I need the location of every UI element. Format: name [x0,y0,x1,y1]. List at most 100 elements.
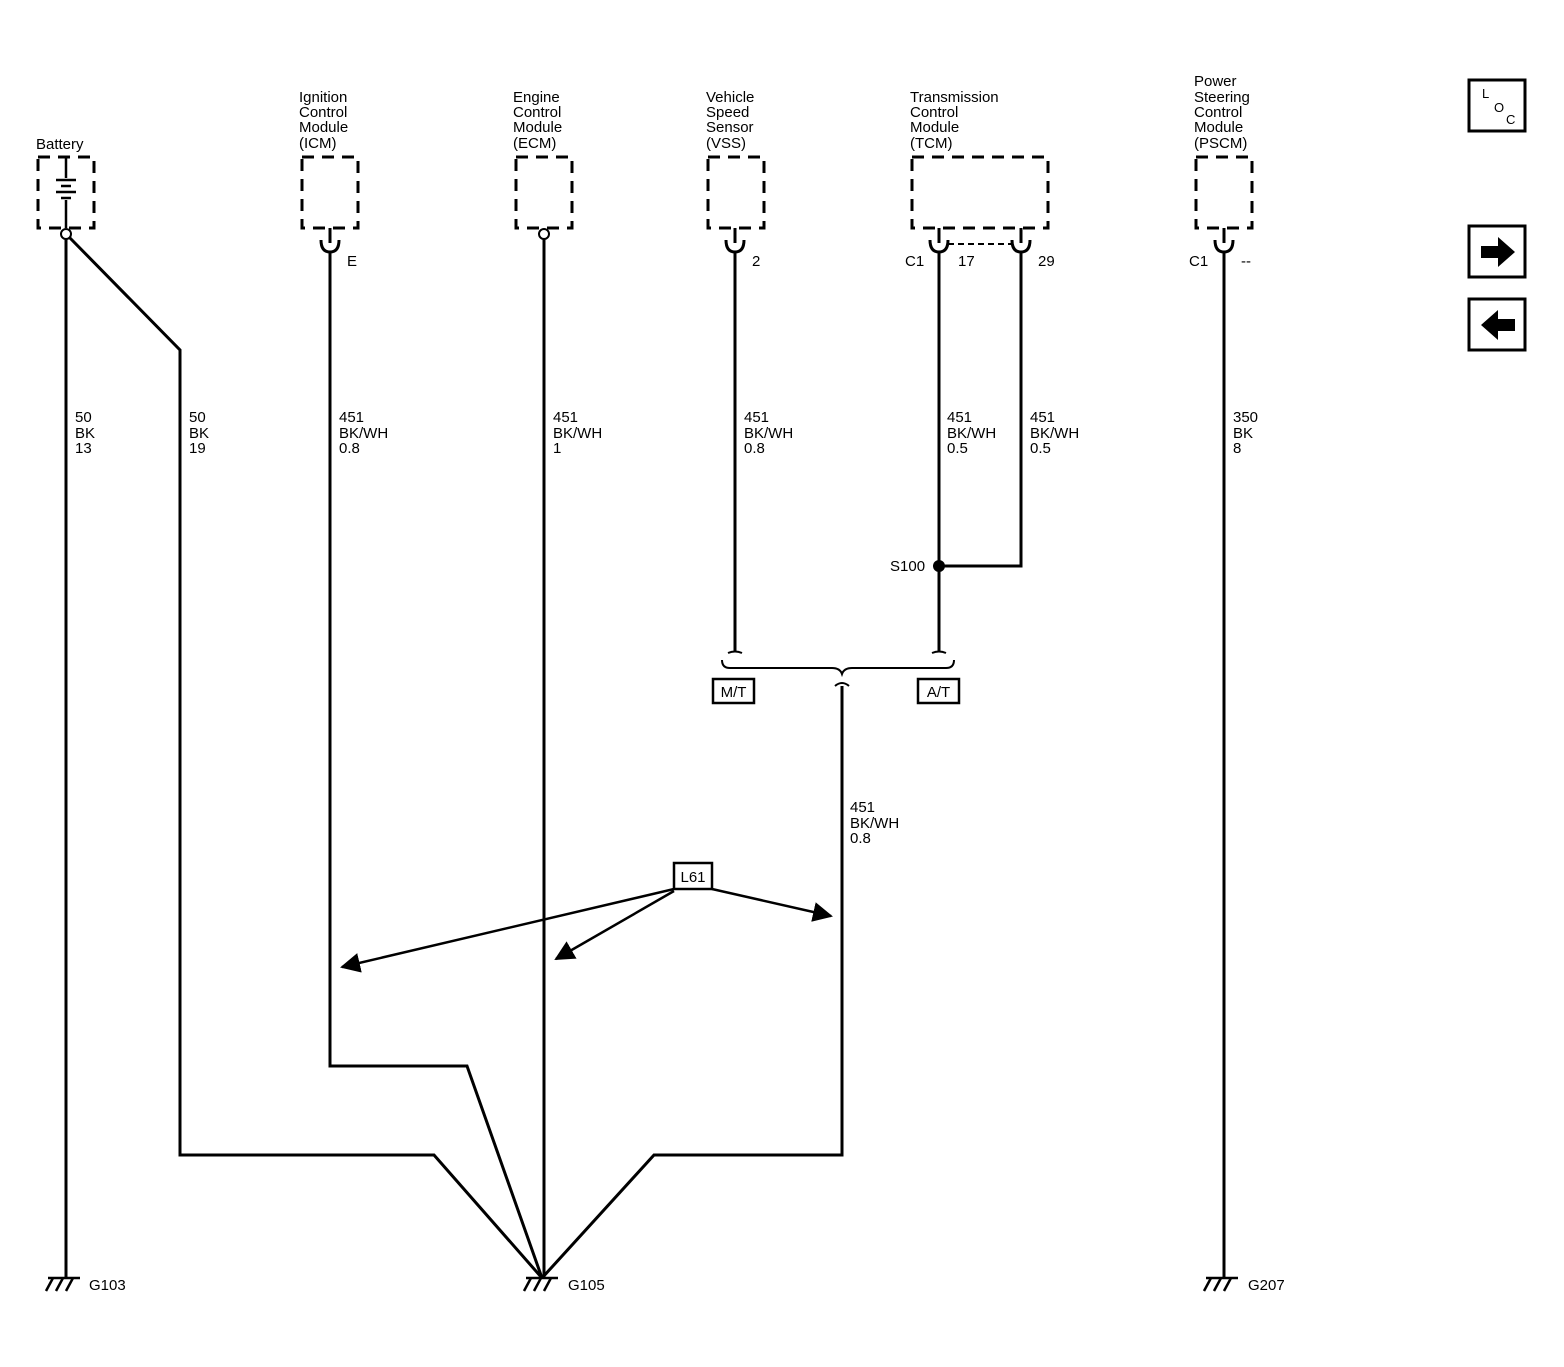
wire-common-color: BK/WH [850,815,899,832]
vss-label-2: Speed [706,104,749,121]
l61-label: L61 [680,869,705,886]
ground-icon [522,1276,558,1292]
wire-bat13-circuit: 50 [75,409,92,426]
wire-ecm-circuit: 451 [553,409,578,426]
pscm-label-3: Control [1194,104,1242,121]
wire-battery-g105 [68,236,544,1279]
vss-label-3: Sensor [706,119,754,136]
ecm-label-2: Control [513,104,561,121]
wire-common-size: 0.8 [850,830,871,847]
icm-label-4: (ICM) [299,135,337,152]
wire-icm-g105 [328,252,544,1279]
tcm-component: Transmission Control Module (TCM) C1 17 … [905,89,1055,270]
ground-icon [44,1276,80,1292]
wire-tcm29-circuit: 451 [1030,409,1055,426]
l61-arrow-ecm [554,889,675,961]
l61-box [672,861,714,891]
pscm-connector-label: C1 [1189,253,1208,270]
pscm-label-5: (PSCM) [1194,135,1247,152]
ground-g207: G207 [1202,1276,1285,1294]
battery-label: Battery [36,136,84,153]
icm-component: Ignition Control Module (ICM) E [299,89,360,270]
tcm-label-2: Control [910,104,958,121]
mt-option-box: M/T [711,677,756,705]
wire-icm-size: 0.8 [339,440,360,457]
icm-label-1: Ignition [299,89,347,106]
wire-vss-circuit: 451 [744,409,769,426]
wire-vss-size: 0.8 [744,440,765,457]
tcm-label-3: Module [910,119,959,136]
tcm-connector-icon [928,228,1032,254]
loc-letter-o: O [1494,100,1504,115]
wire-ecm-color: BK/WH [553,425,602,442]
wire-icm-color: BK/WH [339,425,388,442]
ecm-component: Engine Control Module (ECM) [513,89,574,240]
splice-s100-dot [933,560,945,572]
vss-connector-icon [724,228,746,254]
wire-bat19-circuit: 50 [189,409,206,426]
l61-arrow-icm [340,887,675,973]
wire-tcm-29 [939,252,1023,568]
pscm-label-2: Steering [1194,89,1250,106]
wire-pscm-color: BK [1233,425,1253,442]
wire-bat13-size: 13 [75,440,92,457]
tcm-pin-29-label: 29 [1038,253,1055,270]
tcm-label-4: (TCM) [910,135,952,152]
pscm-pin-label: -- [1241,253,1251,270]
pscm-component: Power Steering Control Module (PSCM) C1 … [1189,73,1254,270]
wire-tcm29-color: BK/WH [1030,425,1079,442]
ground-g105: G105 [522,1276,605,1294]
pscm-connector-icon [1213,228,1235,254]
wire-pscm-size: 8 [1233,440,1241,457]
wire-ecm-size: 1 [553,440,561,457]
option-connector [721,650,955,687]
loc-button[interactable]: L O C [1467,78,1527,133]
pscm-label-4: Module [1194,119,1243,136]
ground-g207-label: G207 [1248,1277,1285,1294]
wire-bat19-size: 19 [189,440,206,457]
vss-label-1: Vehicle [706,89,754,106]
wire-bat13-color: BK [75,425,95,442]
tcm-pin-17-label: 17 [958,253,975,270]
tcm-connector-label: C1 [905,253,924,270]
ecm-label-4: (ECM) [513,135,556,152]
ecm-label-1: Engine [513,89,560,106]
loc-letter-c: C [1506,112,1515,127]
arrow-left-icon [1481,310,1515,340]
wire-tcm17-circuit: 451 [947,409,972,426]
l61-callout: L61 [340,861,833,973]
ground-g103-label: G103 [89,1277,126,1294]
at-option-label: A/T [927,684,950,701]
icm-label-3: Module [299,119,348,136]
vss-pin-label: 2 [752,253,760,270]
wire-vss-color: BK/WH [744,425,793,442]
vss-label-4: (VSS) [706,135,746,152]
pscm-label-1: Power [1194,73,1237,90]
icm-label-2: Control [299,104,347,121]
l61-arrow-common [711,887,833,922]
next-page-button[interactable] [1467,224,1527,279]
ground-icon [1202,1276,1238,1292]
wire-tcm17-color: BK/WH [947,425,996,442]
icm-pin-label: E [347,253,357,270]
ground-g105-label: G105 [568,1277,605,1294]
wire-tcm29-size: 0.5 [1030,440,1051,457]
loc-letter-l: L [1482,86,1489,101]
wire-labels: 50 BK 13 50 BK 19 451 BK/WH 0.8 451 BK/W… [75,409,1258,847]
vss-component: Vehicle Speed Sensor (VSS) 2 [706,89,766,270]
battery-icon [56,157,76,228]
tcm-label-1: Transmission [910,89,999,106]
ecm-terminal [538,228,550,240]
wire-common-circuit: 451 [850,799,875,816]
at-option-box: A/T [916,677,961,705]
wire-bat19-color: BK [189,425,209,442]
battery-terminal [60,228,72,240]
splice-s100-label: S100 [890,558,925,575]
wire-common-g105 [540,686,844,1280]
wire-pscm-circuit: 350 [1233,409,1258,426]
battery-component: Battery [36,136,96,240]
wire-tcm17-size: 0.5 [947,440,968,457]
prev-page-button[interactable] [1467,297,1527,352]
arrow-right-icon [1481,237,1515,267]
ground-g103: G103 [44,1276,126,1294]
